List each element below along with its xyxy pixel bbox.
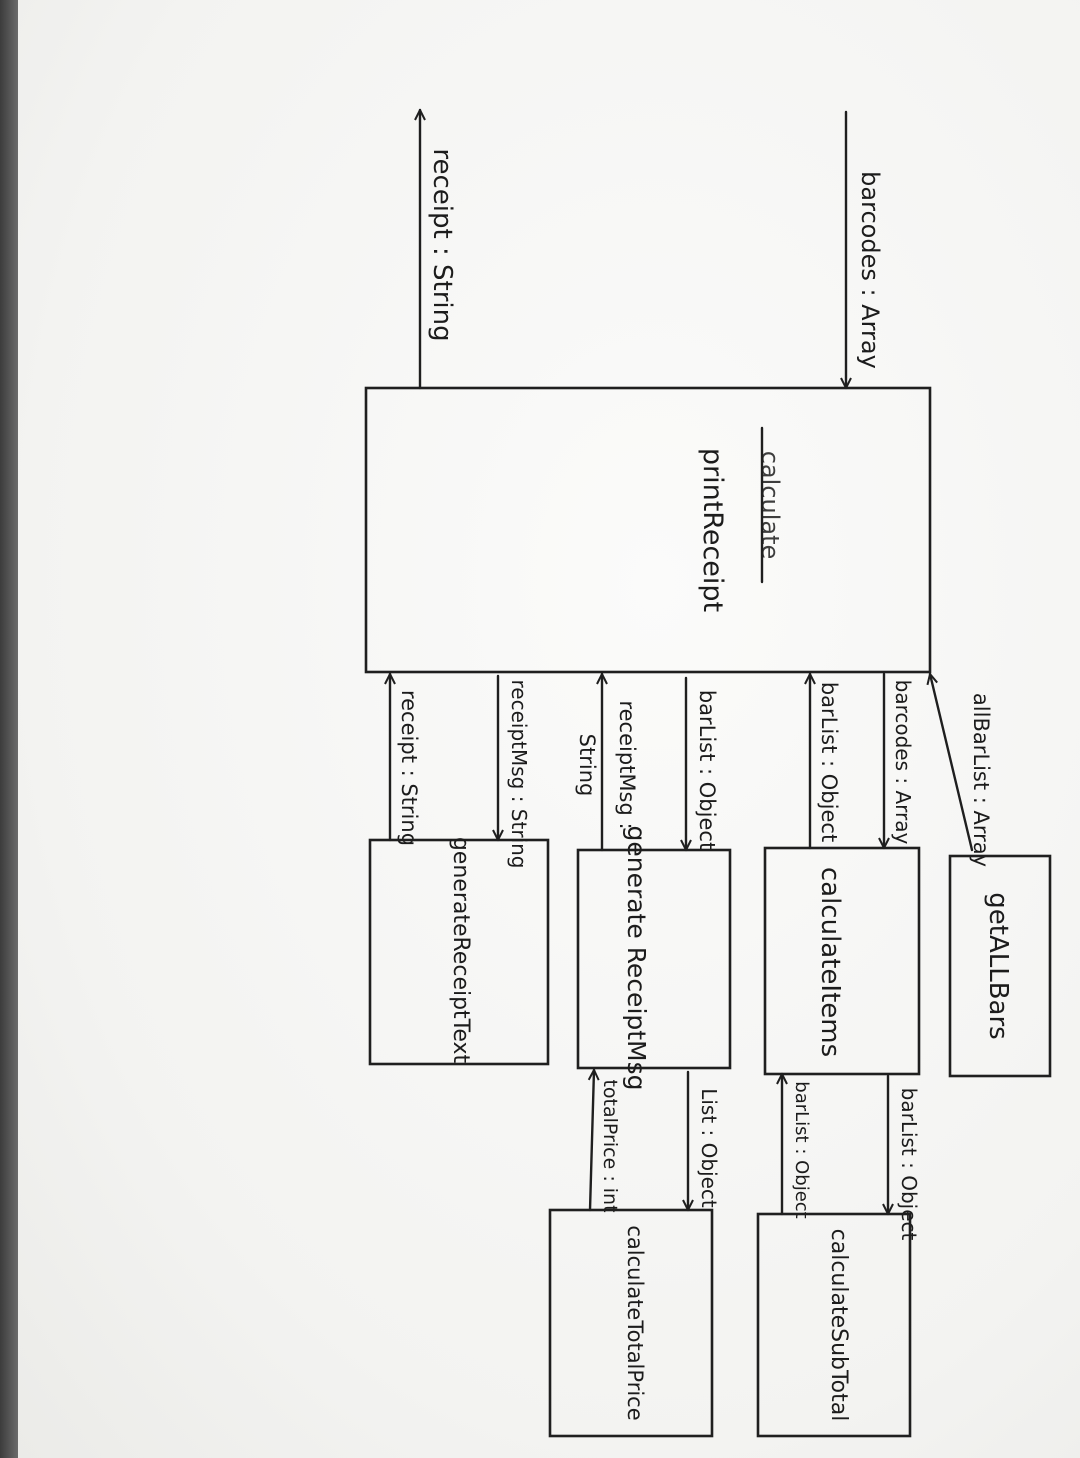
calculate-total-price-box: [548, 1208, 714, 1438]
bar-list-edge-label: barList : Object: [817, 682, 841, 842]
generate-receipt-msg-box: [576, 848, 732, 1070]
total-price-label: totalPrice : int: [599, 1079, 621, 1212]
bar-list-edge-label-2: barList : Object: [695, 690, 719, 850]
receipt-msg-edge-label-2: String: [575, 734, 599, 797]
receipt-msg-string-label: receiptMsg : String: [507, 680, 531, 869]
generate-receipt-text-box: [368, 838, 550, 1066]
output-label: receipt : String: [427, 148, 457, 341]
list-object-label: List : Object: [697, 1088, 721, 1208]
input-label: barcodes : Array: [856, 171, 884, 369]
sub-bar-list-out-label: barList : Object: [791, 1081, 812, 1218]
print-receipt-box: [364, 386, 932, 674]
generate-receipt-msg-label: generate ReceiptMsg: [622, 825, 651, 1090]
total-price-arrow: [590, 1068, 594, 1212]
all-bar-list-label: allBarList : Array: [969, 693, 993, 867]
all-bar-list-arrow: [930, 674, 974, 852]
calculate-subtotal-label: calculateSubTotal: [826, 1229, 851, 1422]
calculate-total-price-label: calculateTotalPrice: [623, 1225, 647, 1420]
get-all-bars-label: getALLBars: [983, 892, 1013, 1039]
receipt-msg-edge-label: receiptMsg :: [615, 700, 639, 829]
desk-edge: [0, 0, 18, 1458]
receipt-string-label: receipt : String: [397, 690, 421, 846]
struck-function-name: calculate: [756, 451, 784, 560]
barcodes-edge-label: barcodes : Array: [891, 680, 915, 845]
calculate-items-label: calculateItems: [815, 867, 845, 1057]
calculate-items-box: [763, 846, 921, 1076]
calculate-subtotal-box: [756, 1212, 912, 1438]
generate-receipt-text-label: generateReceiptText: [448, 837, 473, 1064]
print-receipt-label: printReceipt: [697, 448, 728, 612]
get-all-bars-box: [948, 854, 1052, 1078]
